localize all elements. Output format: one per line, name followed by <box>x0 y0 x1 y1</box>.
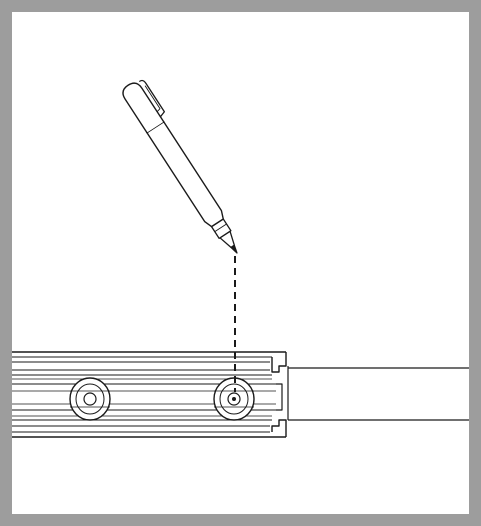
cabinet-panel <box>288 367 469 421</box>
roller-wheel-marked-icon <box>213 377 255 421</box>
roller-wheel-icon <box>69 377 111 421</box>
marker-pen-icon <box>122 79 238 254</box>
